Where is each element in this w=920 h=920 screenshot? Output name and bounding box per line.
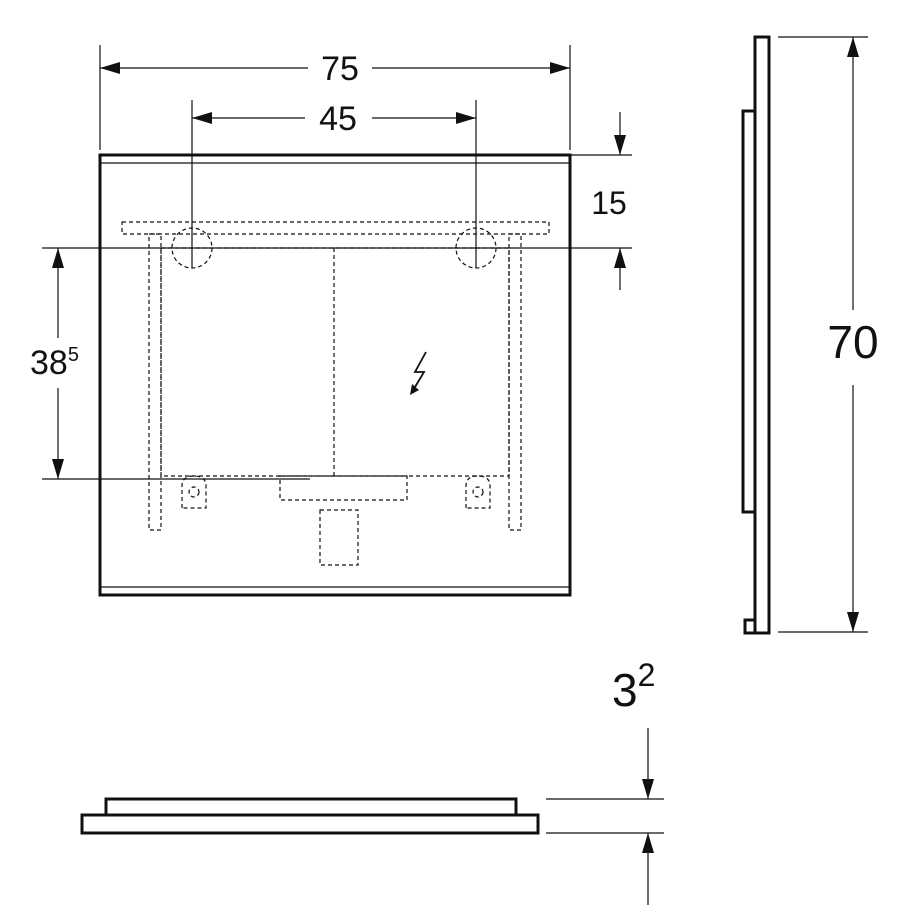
hidden-mounting-frame xyxy=(121,221,550,566)
lightning-bolt-icon xyxy=(410,351,427,395)
dimension-height: 70 xyxy=(827,37,879,632)
dimension-hole-spacing-label: 45 xyxy=(319,100,357,138)
dimension-hole-spacing: 45 xyxy=(192,100,476,138)
dimension-width-label: 75 xyxy=(321,50,359,88)
side-view: 70 xyxy=(741,35,879,635)
bottom-frame-outline xyxy=(104,797,518,817)
front-view: 75 45 15 385 xyxy=(30,45,632,597)
dimension-depth-label: 32 xyxy=(612,657,655,716)
dimension-hole-to-lower-label: 385 xyxy=(30,344,79,382)
dimension-hole-to-lower: 385 xyxy=(30,248,79,479)
mirror-panel-outline xyxy=(98,153,572,597)
side-foot-outline xyxy=(743,618,757,635)
dimension-height-label: 70 xyxy=(827,316,878,368)
bottom-glass-outline xyxy=(80,813,540,835)
bottom-view: 32 xyxy=(80,657,664,905)
dimension-depth: 32 xyxy=(612,657,655,905)
dimension-top-offset: 15 xyxy=(591,112,627,290)
dimension-width: 75 xyxy=(100,50,570,88)
dimension-top-offset-label: 15 xyxy=(591,185,627,221)
side-frame-outline xyxy=(741,109,757,514)
side-glass-outline xyxy=(753,35,771,635)
